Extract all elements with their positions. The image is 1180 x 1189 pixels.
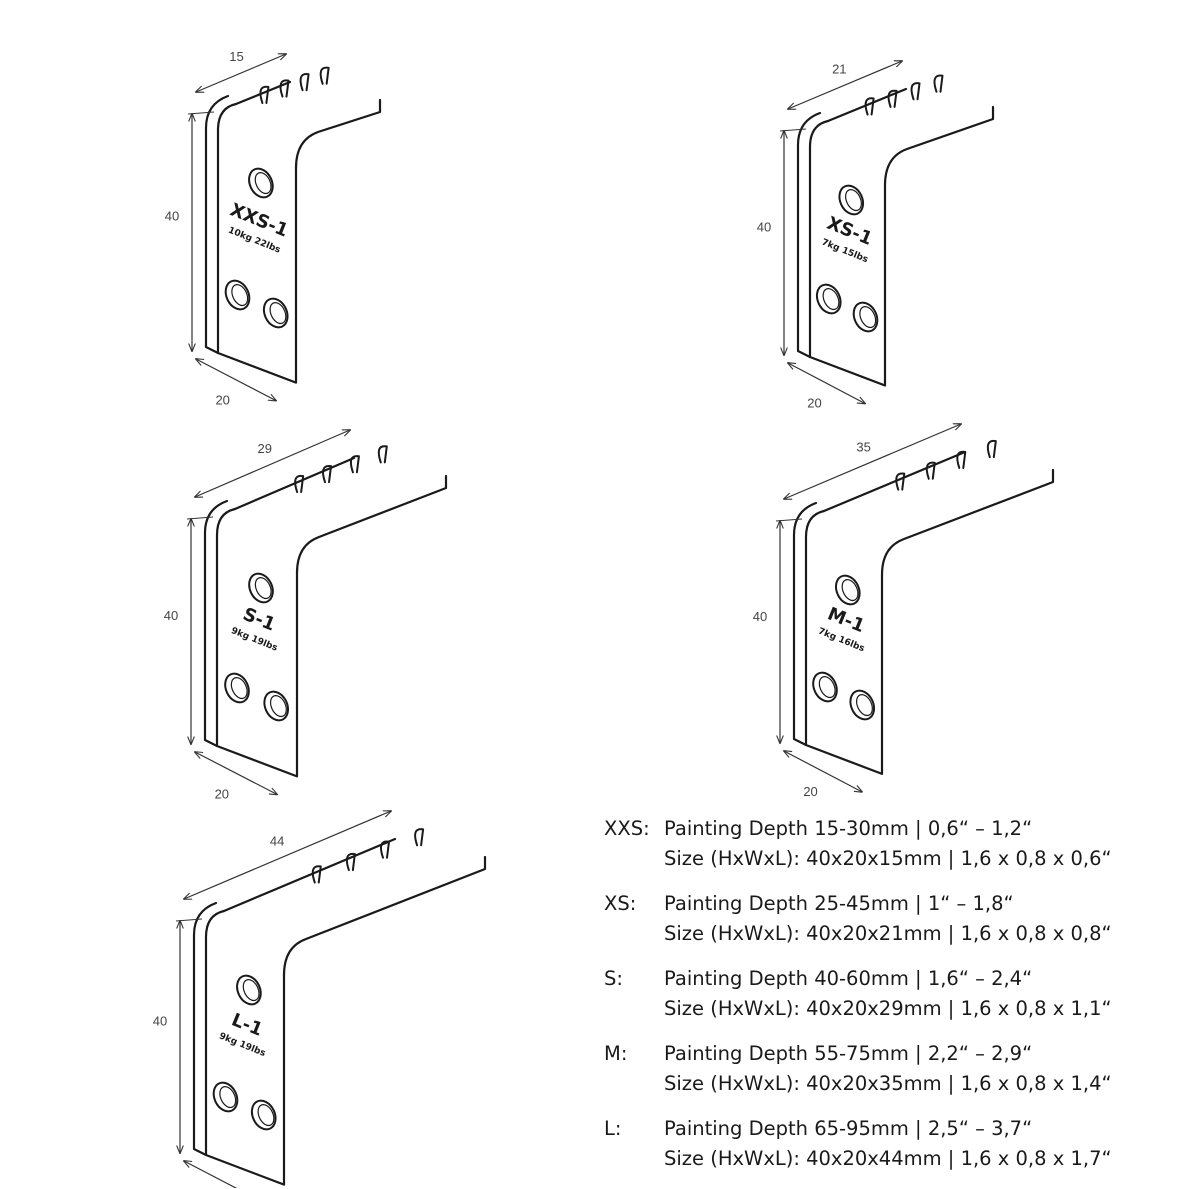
spec-size: Size (HxWxL): 40x20x35mm | 1,6 x 0,8 x 1… xyxy=(664,1072,1112,1095)
depth-dimension-label: 29 xyxy=(258,441,272,456)
spec-row-s: S: Painting Depth 40-60mm | 1,6“ – 2,4“ … xyxy=(604,964,1164,1024)
height-dimension-label: 40 xyxy=(757,220,771,235)
spec-code: L: xyxy=(604,1117,622,1140)
depth-dimension-line xyxy=(196,54,286,92)
screw-hole-inner xyxy=(845,189,862,212)
spec-size: Size (HxWxL): 40x20x29mm | 1,6 x 0,8 x 1… xyxy=(664,997,1112,1020)
screw-hole-icon xyxy=(852,301,879,333)
screw-hole-icon xyxy=(834,574,861,606)
screw-hole-icon xyxy=(248,167,274,199)
screw-hole-icon xyxy=(236,974,262,1006)
depth-dimension-line xyxy=(184,811,391,899)
extension-line xyxy=(175,918,203,922)
screw-hole-inner xyxy=(269,695,287,718)
screw-hole-inner xyxy=(242,979,260,1002)
screw-hole-inner xyxy=(841,579,859,602)
extension-line xyxy=(186,516,214,520)
spec-painting-depth: Painting Depth 25-45mm | 1“ – 1,8“ xyxy=(664,892,1014,915)
top-flange xyxy=(233,456,448,575)
height-dimension-label: 40 xyxy=(153,1013,167,1028)
width-dimension-label: 20 xyxy=(215,393,229,408)
screw-hole-icon xyxy=(815,283,842,315)
serrated-teeth xyxy=(864,74,944,116)
depth-dimension-line xyxy=(195,430,350,497)
extension-line xyxy=(187,111,215,115)
depth-dimension-line xyxy=(784,424,961,499)
width-dimension-label: 20 xyxy=(807,396,821,411)
screw-hole-icon xyxy=(838,184,865,216)
screw-hole-inner xyxy=(859,306,877,329)
extension-line xyxy=(779,128,807,132)
height-dimension-label: 40 xyxy=(753,609,767,624)
width-dimension-label: 20 xyxy=(803,784,817,799)
width-dimension-line xyxy=(784,751,862,792)
screw-hole-icon xyxy=(263,690,290,722)
screw-hole-icon xyxy=(250,1099,277,1131)
spec-row-m: M: Painting Depth 55-75mm | 2,2“ – 2,9“ … xyxy=(604,1039,1164,1099)
depth-dimension-line xyxy=(788,61,902,109)
serrated-teeth xyxy=(895,439,997,491)
screw-hole-icon xyxy=(812,671,838,703)
spec-code: M: xyxy=(604,1042,628,1065)
spec-code: XS: xyxy=(604,892,637,915)
width-dimension-label: 20 xyxy=(215,786,229,801)
screw-hole-icon xyxy=(224,279,251,311)
top-flange xyxy=(826,87,995,187)
spec-row-xs: XS: Painting Depth 25-45mm | 1“ – 1,8“ S… xyxy=(604,889,1164,949)
spec-row-l: L: Painting Depth 65-95mm | 2,5“ – 3,7“ … xyxy=(604,1114,1164,1174)
depth-dimension-label: 35 xyxy=(856,439,870,454)
screw-hole-icon xyxy=(248,572,274,604)
screw-hole-inner xyxy=(818,676,836,699)
spec-painting-depth: Painting Depth 40-60mm | 1,6“ – 2,4“ xyxy=(664,967,1033,990)
screw-hole-icon xyxy=(212,1081,239,1113)
screw-hole-icon xyxy=(849,689,876,721)
spec-painting-depth: Painting Depth 55-75mm | 2,2“ – 2,9“ xyxy=(664,1042,1033,1065)
spec-painting-depth: Painting Depth 15-30mm | 0,6“ – 1,2“ xyxy=(664,817,1033,840)
spec-size: Size (HxWxL): 40x20x44mm | 1,6 x 0,8 x 1… xyxy=(664,1147,1112,1170)
top-flange xyxy=(822,450,1055,577)
extension-line xyxy=(775,518,803,522)
screw-hole-inner xyxy=(269,302,287,325)
screw-hole-inner xyxy=(257,1104,275,1127)
height-dimension-label: 40 xyxy=(164,608,178,623)
depth-dimension-label: 15 xyxy=(229,49,243,64)
depth-dimension-label: 21 xyxy=(832,61,846,76)
spec-list: XXS: Painting Depth 15-30mm | 0,6“ – 1,2… xyxy=(604,814,1164,1189)
width-dimension-line xyxy=(184,1161,264,1188)
width-dimension-line xyxy=(196,359,276,401)
width-dimension-line xyxy=(195,752,277,794)
spec-row-xxs: XXS: Painting Depth 15-30mm | 0,6“ – 1,2… xyxy=(604,814,1164,874)
serrated-teeth xyxy=(259,66,330,104)
screw-hole-inner xyxy=(230,677,248,700)
screw-hole-icon xyxy=(262,297,289,329)
screw-hole-inner xyxy=(231,284,249,307)
spec-size: Size (HxWxL): 40x20x21mm | 1,6 x 0,8 x 0… xyxy=(664,922,1112,945)
screw-hole-inner xyxy=(822,288,840,311)
height-dimension-label: 40 xyxy=(165,209,179,224)
screw-hole-inner xyxy=(219,1086,237,1109)
spec-code: XXS: xyxy=(604,817,650,840)
depth-dimension-label: 44 xyxy=(270,833,284,848)
screw-hole-icon xyxy=(224,672,250,704)
screw-hole-inner xyxy=(254,172,272,195)
spec-code: S: xyxy=(604,967,623,990)
width-dimension-line xyxy=(788,363,865,404)
serrated-teeth xyxy=(294,445,388,494)
top-flange xyxy=(234,80,382,170)
spec-painting-depth: Painting Depth 65-95mm | 2,5“ – 3,7“ xyxy=(664,1117,1033,1140)
spec-size: Size (HxWxL): 40x20x15mm | 1,6 x 0,8 x 0… xyxy=(664,847,1112,870)
screw-hole-inner xyxy=(254,577,272,600)
screw-hole-inner xyxy=(856,694,873,717)
